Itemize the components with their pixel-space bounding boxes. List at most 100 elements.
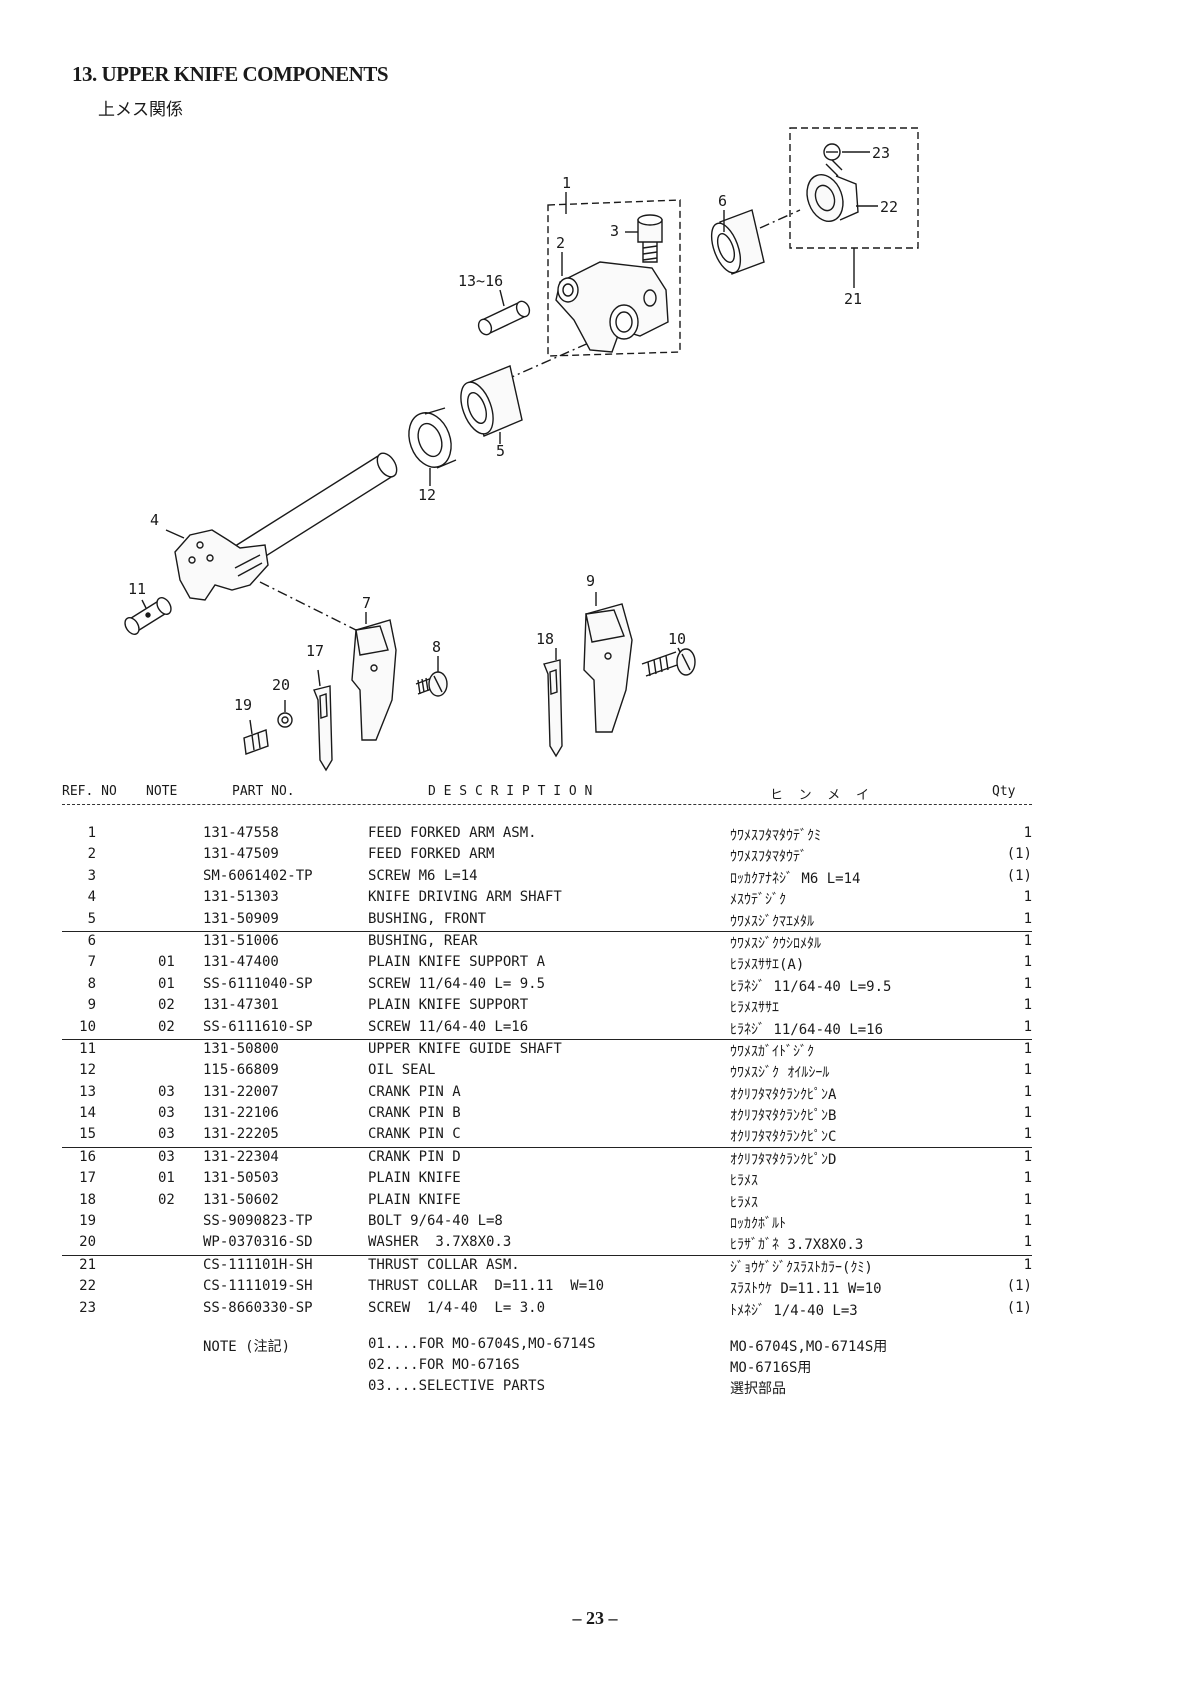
ref-cell: 20 [79, 1234, 96, 1251]
quantity-cell: 1 [1023, 1126, 1032, 1143]
kana-name-cell: ｳﾜﾒｽｼﾞｸﾏｴﾒﾀﾙ [730, 913, 814, 930]
ref-cell: 15 [79, 1126, 96, 1143]
quantity-cell: (1) [1006, 867, 1032, 884]
kana-name-cell: ｼﾞｮｳｹﾞｼﾞｸｽﾗｽﾄｶﾗｰ(ｸﾐ) [730, 1259, 873, 1276]
note-cell: 02 [158, 1191, 175, 1208]
quantity-cell: 1 [1023, 1040, 1032, 1057]
part-number-cell: SS-6111040-SP [203, 975, 313, 992]
header-qty: Qty [992, 784, 1016, 799]
description-cell: WASHER 3.7X8X0.3 [368, 1234, 512, 1251]
part-number-cell: 131-47400 [203, 954, 279, 971]
quantity-cell: 1 [1023, 932, 1032, 949]
note-desc-3: 03....SELECTIVE PARTS [368, 1378, 546, 1394]
kana-name-cell: ｳﾜﾒｽﾌﾀﾏﾀｳﾃﾞ [730, 849, 807, 866]
description-cell: CRANK PIN A [368, 1083, 461, 1100]
bolt-19 [243, 729, 269, 755]
ref-cell: 11 [79, 1040, 96, 1057]
description-cell: SCREW M6 L=14 [368, 867, 478, 884]
quantity-cell: 1 [1023, 1213, 1032, 1230]
plain-knife-support [583, 603, 633, 733]
ref-cell: 7 [87, 954, 96, 971]
description-cell: SCREW 11/64-40 L=16 [368, 1018, 529, 1035]
description-cell: OIL SEAL [368, 1062, 436, 1079]
note-line-3: 03....SELECTIVE PARTS 選択部品 [62, 1378, 1032, 1399]
callout-22: 22 [880, 198, 898, 216]
part-number-cell: 131-51303 [203, 889, 279, 906]
kana-name-cell: ﾋﾗﾒｽ [730, 1194, 758, 1211]
kana-name-cell: ｵｸﾘﾌﾀﾏﾀｸﾗﾝｸﾋﾟﾝB [730, 1108, 837, 1125]
callout-3: 3 [610, 222, 619, 240]
knife-driving-arm [174, 529, 269, 601]
ref-cell: 4 [87, 889, 96, 906]
description-cell: BUSHING, REAR [368, 932, 478, 949]
crank-pin [481, 301, 527, 335]
callout-19: 19 [234, 696, 252, 714]
plain-knife-17 [313, 685, 333, 772]
description-cell: BUSHING, FRONT [368, 910, 487, 927]
axis-line-b [504, 337, 601, 381]
ref-cell: 1 [87, 825, 96, 841]
notes-label: NOTE (注記) [203, 1339, 291, 1355]
callout-23: 23 [872, 144, 890, 162]
part-number-cell: 131-47509 [203, 846, 279, 863]
description-cell: PLAIN KNIFE [368, 1191, 461, 1208]
kana-name-cell: ﾋﾗﾈｼﾞ 11/64-40 L=9.5 [730, 978, 892, 995]
quantity-cell: 1 [1023, 975, 1032, 992]
plain-knife-18 [543, 659, 563, 758]
quantity-cell: 1 [1023, 1148, 1032, 1165]
ref-cell: 16 [79, 1148, 96, 1165]
quantity-cell: 1 [1023, 910, 1032, 927]
quantity-cell: (1) [1006, 1299, 1032, 1316]
part-number-cell: CS-111101H-SH [203, 1256, 313, 1273]
ref-cell: 21 [79, 1256, 96, 1273]
note-line-2: 02....FOR MO-6716S MO-6716S用 [62, 1357, 1032, 1378]
screw-10 [641, 651, 681, 677]
washer-20 [277, 712, 293, 728]
callout-17: 17 [306, 642, 324, 660]
callout-10: 10 [668, 630, 686, 648]
header-part: PART NO. [232, 784, 295, 799]
part-number-cell: 131-47558 [203, 825, 279, 841]
callout-18: 18 [536, 630, 554, 648]
description-cell: UPPER KNIFE GUIDE SHAFT [368, 1040, 562, 1057]
note-cell: 02 [158, 1018, 175, 1035]
kana-name-cell: ﾋﾗｻﾞｶﾞﾈ 3.7X8X0.3 [730, 1237, 864, 1254]
callout-8: 8 [432, 638, 441, 656]
description-cell: CRANK PIN C [368, 1126, 461, 1143]
kana-name-cell: ｽﾗｽﾄｳｹ D=11.11 W=10 [730, 1281, 882, 1298]
part-number-cell: SS-8660330-SP [203, 1299, 313, 1316]
ref-cell: 5 [87, 910, 96, 927]
axis-line-c [759, 209, 801, 229]
description-cell: KNIFE DRIVING ARM SHAFT [368, 889, 562, 906]
shaft-end [376, 452, 398, 478]
quantity-cell: 1 [1023, 997, 1032, 1014]
kana-name-cell: ﾋﾗﾒｽ [730, 1173, 758, 1190]
ref-cell: 17 [79, 1170, 96, 1187]
quantity-cell: (1) [1006, 1278, 1032, 1295]
part-number-cell: 131-50503 [203, 1170, 279, 1187]
ref-cell: 14 [79, 1105, 96, 1122]
quantity-cell: 1 [1023, 954, 1032, 971]
description-cell: CRANK PIN B [368, 1105, 461, 1122]
part-number-cell: SM-6061402-TP [203, 867, 313, 884]
description-cell: SCREW 11/64-40 L= 9.5 [368, 975, 546, 992]
quantity-cell: 1 [1023, 1170, 1032, 1187]
note-cell: 01 [158, 975, 175, 992]
ref-cell: 13 [79, 1083, 96, 1100]
part-number-cell: 131-50800 [203, 1040, 279, 1057]
header-ref: REF. NO [62, 784, 117, 799]
kana-name-cell: ｵｸﾘﾌﾀﾏﾀｸﾗﾝｸﾋﾟﾝC [730, 1129, 837, 1146]
callout-21: 21 [844, 290, 862, 308]
